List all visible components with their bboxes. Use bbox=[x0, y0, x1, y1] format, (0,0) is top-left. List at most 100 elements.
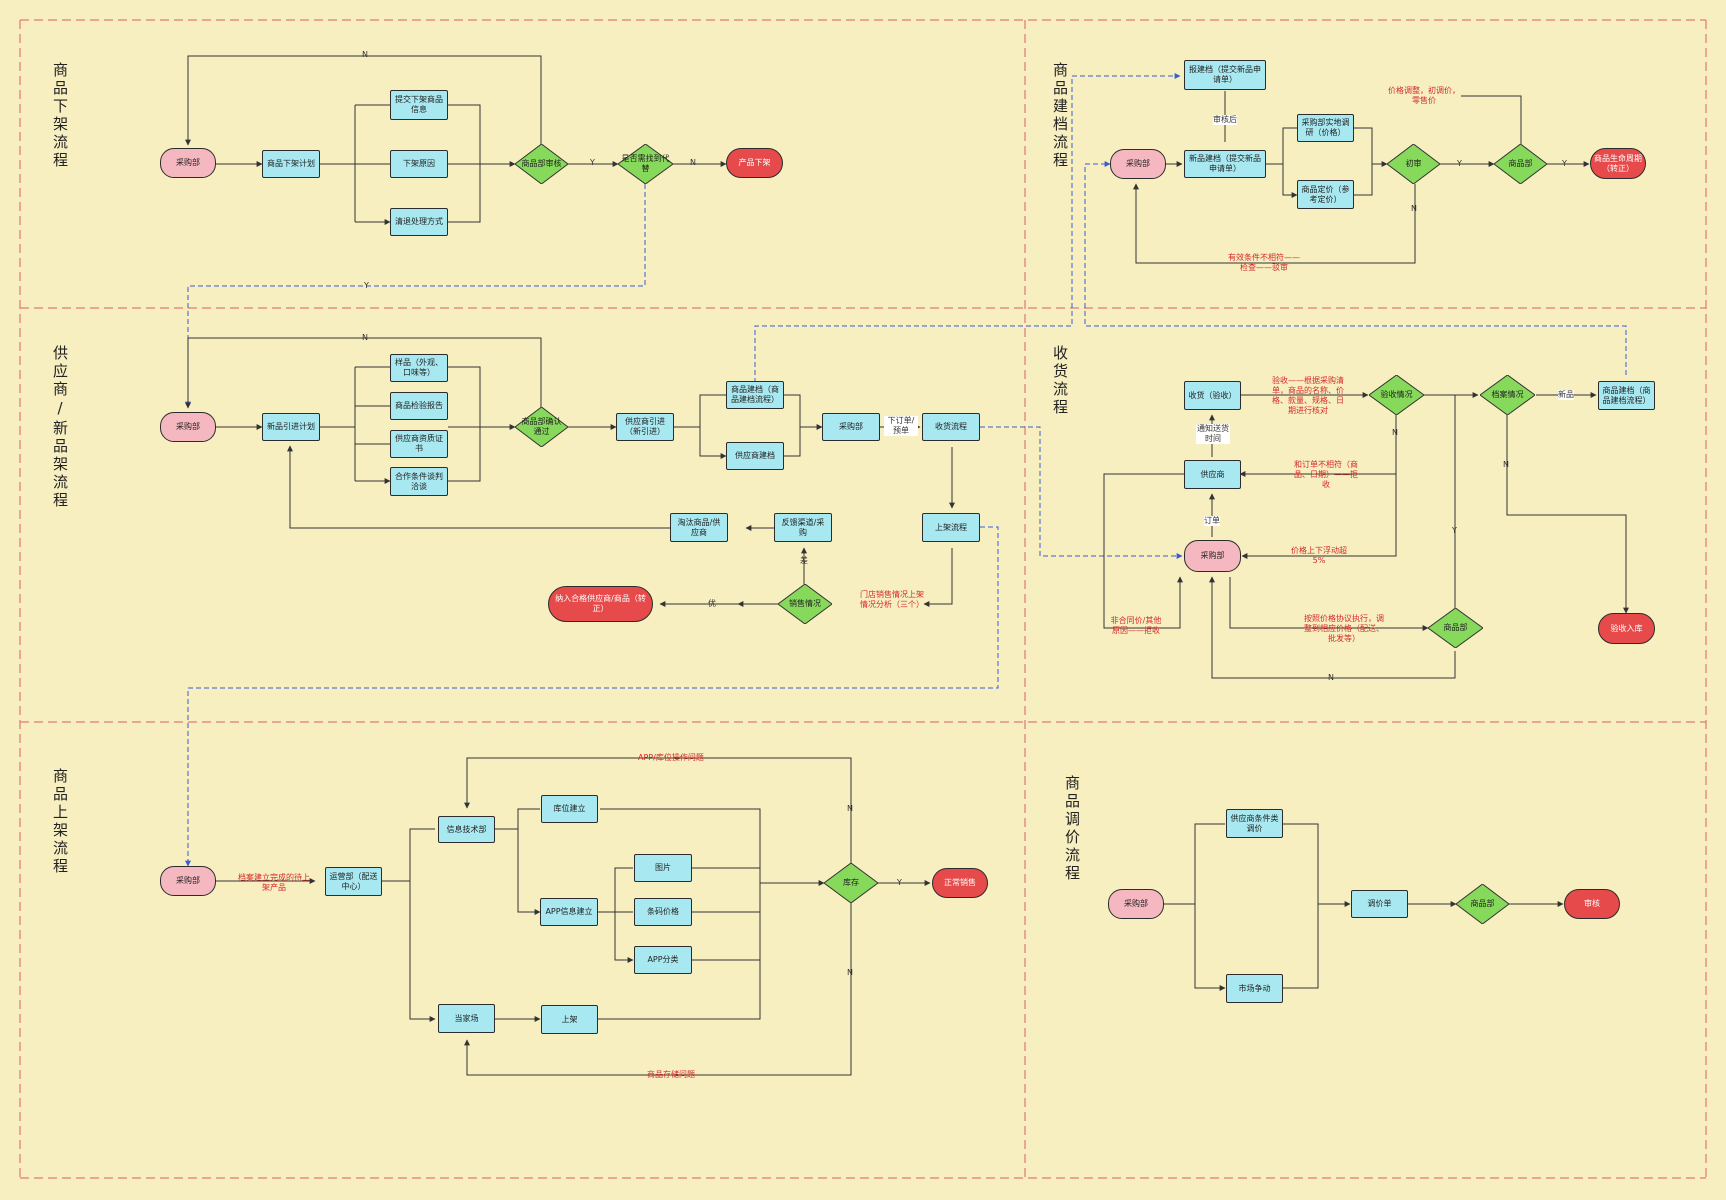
s-confirm-decision[interactable]: 商品部确认通过 bbox=[515, 407, 568, 447]
s-sample-node[interactable]: 样品（外观、口味等） bbox=[390, 354, 448, 382]
r-archive-label: 档案情况 bbox=[1491, 390, 1524, 399]
u-img-node[interactable]: 图片 bbox=[634, 854, 692, 882]
r-dept-decision[interactable]: 商品部 bbox=[1428, 608, 1483, 648]
d-review-label: 商品部审核 bbox=[521, 159, 562, 168]
p-supplier-node[interactable]: 供应商条件类调价 bbox=[1226, 809, 1283, 838]
r-n2-label: N bbox=[1503, 460, 1509, 469]
a-prodcheck-label: 审核后 bbox=[1213, 115, 1237, 125]
lane-title-price: 商品调价流程 bbox=[1063, 775, 1081, 883]
d-y1-label: Y bbox=[590, 158, 595, 167]
d-submit-node[interactable]: 提交下架商品信息 bbox=[390, 90, 448, 120]
s-sales-decision[interactable]: 销售情况 bbox=[778, 584, 832, 624]
d-purchase-node[interactable]: 采购部 bbox=[160, 148, 216, 178]
u-n2-label: N bbox=[847, 968, 853, 977]
a-reject-label: 有效条件不相符——检查——驳审 bbox=[1228, 253, 1300, 272]
s-purchase-node[interactable]: 采购部 bbox=[160, 412, 216, 442]
s-qual-node[interactable]: 供应商资质证书 bbox=[390, 430, 448, 458]
u-n1-label: N bbox=[847, 804, 853, 813]
lane-title-archive: 商品建档流程 bbox=[1051, 62, 1069, 170]
r-supplier-node[interactable]: 供应商 bbox=[1184, 460, 1241, 489]
u-note-label: 档案建立完成的待上架产品 bbox=[238, 873, 310, 892]
p-form-node[interactable]: 调价单 bbox=[1351, 890, 1408, 918]
d-n-label: N bbox=[362, 50, 368, 59]
d-method-node[interactable]: 清退处理方式 bbox=[390, 208, 448, 236]
r-end-node[interactable]: 验收入库 bbox=[1598, 613, 1655, 644]
r-check-node[interactable]: 收货（验收） bbox=[1184, 381, 1241, 410]
r-newarch-node[interactable]: 商品建档（商品建档流程） bbox=[1598, 381, 1655, 410]
a-market-node[interactable]: 商品定价（参考定价） bbox=[1297, 180, 1354, 209]
s-eliminate-node[interactable]: 淘汰商品/供应商 bbox=[670, 513, 728, 542]
s-shelf-node[interactable]: 上架流程 bbox=[922, 513, 980, 542]
a-dept-decision[interactable]: 商品部 bbox=[1494, 144, 1547, 184]
r-pend-label: 通知送货时间 bbox=[1196, 424, 1230, 444]
u-purchase-node[interactable]: 采购部 bbox=[160, 866, 216, 896]
u-store-node[interactable]: 当家场 bbox=[438, 1004, 495, 1033]
a-survey-node[interactable]: 采购部实地调研（价格） bbox=[1297, 114, 1354, 142]
a-end-node[interactable]: 商品生命周期（转正） bbox=[1590, 148, 1646, 179]
u-it-node[interactable]: 信息技术部 bbox=[438, 816, 495, 843]
d-plan-node[interactable]: 商品下架计划 bbox=[262, 150, 320, 178]
d-end-node[interactable]: 产品下架 bbox=[726, 148, 783, 178]
u-shelfloc-node[interactable]: 库位建立 bbox=[541, 795, 598, 823]
s-supbuild-node[interactable]: 供应商建档 bbox=[726, 442, 784, 470]
r-left-label: 非合同价/其他原因——拒收 bbox=[1110, 616, 1162, 635]
u-ops-node[interactable]: 运营部（配送中心） bbox=[325, 867, 382, 896]
a-dept-label: 商品部 bbox=[1508, 159, 1533, 168]
r-order-label: 订单 bbox=[1204, 516, 1220, 526]
s-order-label: 下订单/预单 bbox=[884, 416, 918, 436]
u-stock-label: 库存 bbox=[843, 878, 859, 887]
r-archive-decision[interactable]: 档案情况 bbox=[1480, 375, 1535, 415]
u-sale-node[interactable]: 正常销售 bbox=[932, 868, 988, 898]
r-purchase-node[interactable]: 采购部 bbox=[1184, 540, 1241, 572]
p-market-node[interactable]: 市场争动 bbox=[1226, 974, 1283, 1003]
u-price-node[interactable]: 条码价格 bbox=[634, 898, 692, 926]
s-archive-node[interactable]: 商品建档（商品建档流程） bbox=[726, 381, 784, 409]
s-feedback-label: 门店销售情况上架情况分析（三个） bbox=[860, 590, 924, 609]
r-n1-label: N bbox=[1392, 428, 1398, 437]
s-buy-node[interactable]: 采购部 bbox=[822, 413, 880, 441]
u-stock-decision[interactable]: 库存 bbox=[824, 863, 878, 903]
s-report-node[interactable]: 商品检验报告 bbox=[390, 392, 448, 420]
lane-title-shelf: 商品上架流程 bbox=[51, 768, 69, 876]
d-exist-decision[interactable]: 是否需找到代替 bbox=[618, 144, 673, 184]
a-check-decision[interactable]: 初审 bbox=[1387, 144, 1440, 184]
p-purchase-node[interactable]: 采购部 bbox=[1108, 889, 1164, 919]
d-review-decision[interactable]: 商品部审核 bbox=[515, 144, 568, 184]
s-blacklist-node[interactable]: 纳入合格供应商/商品（转正） bbox=[548, 586, 653, 622]
s-receive-node[interactable]: 收货流程 bbox=[922, 413, 980, 441]
u-y-label: Y bbox=[897, 878, 902, 887]
u-app-node[interactable]: APP信息建立 bbox=[540, 898, 598, 926]
s-intro-node[interactable]: 供应商引进（新引进） bbox=[616, 413, 674, 441]
p-dept-label: 商品部 bbox=[1470, 899, 1495, 908]
s-plan-node[interactable]: 新品引进计划 bbox=[262, 413, 320, 441]
r-accept-decision[interactable]: 验收情况 bbox=[1369, 375, 1424, 415]
u-onshelf-node[interactable]: 上架 bbox=[541, 1005, 598, 1034]
d-y2-label: Y bbox=[364, 281, 369, 290]
d-reason-node[interactable]: 下架原因 bbox=[390, 150, 448, 178]
r-reject-label: 和订单不相符（商品、日期）——拒收 bbox=[1294, 460, 1358, 489]
p-end-node[interactable]: 审核 bbox=[1564, 889, 1620, 919]
a-y1-label: Y bbox=[1457, 159, 1462, 168]
p-dept-decision[interactable]: 商品部 bbox=[1456, 884, 1509, 924]
r-accept-label: 验收情况 bbox=[1380, 390, 1413, 399]
lane-title-delist: 商品下架流程 bbox=[51, 62, 69, 170]
d-n2-label: N bbox=[690, 158, 696, 167]
a-report-node[interactable]: 报建档（提交新品申请单） bbox=[1184, 60, 1266, 90]
a-purchase-node[interactable]: 采购部 bbox=[1110, 149, 1166, 179]
u-cat-node[interactable]: APP分类 bbox=[634, 946, 692, 974]
s-confirm-label: 商品部确认通过 bbox=[521, 417, 562, 436]
lane-title-receive: 收货流程 bbox=[1051, 345, 1069, 417]
s-sales-label: 销售情况 bbox=[789, 599, 821, 608]
s-feedback-node[interactable]: 反馈渠道/采购 bbox=[774, 513, 832, 542]
lane-title-supplier: 供应商/新品架流程 bbox=[51, 345, 69, 510]
a-pricing-label: 价格调整，初调价，零售价 bbox=[1388, 86, 1460, 105]
s-terms-node[interactable]: 合作条件谈判洽谈 bbox=[390, 467, 448, 496]
u-issue2-label: 商品存储问题 bbox=[647, 1070, 695, 1079]
r-y-label: Y bbox=[1452, 526, 1457, 535]
r-accept-note-label: 验收——根据采购清单，商品的名称、价格、款量、规格、日期进行核对 bbox=[1272, 376, 1344, 415]
a-new-node[interactable]: 新品建档（提交新品申请单） bbox=[1184, 150, 1266, 178]
a-check-label: 初审 bbox=[1405, 159, 1422, 168]
a-y2-label: Y bbox=[1562, 159, 1567, 168]
